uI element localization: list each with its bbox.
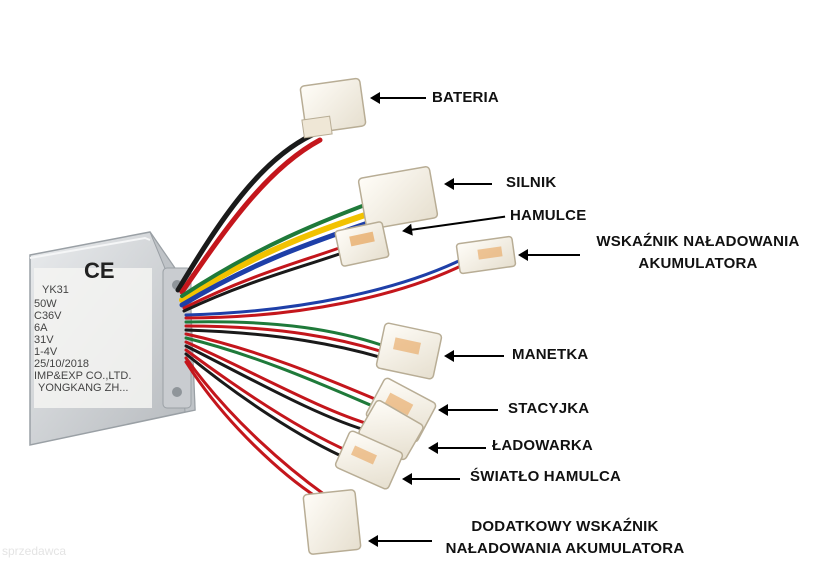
connector-motor xyxy=(357,166,439,230)
arrow-swiatlo xyxy=(402,473,460,485)
arrow-stacyjka xyxy=(438,404,498,416)
voltage2-label: 1-4V xyxy=(34,346,58,358)
arrow-wskaznik xyxy=(518,249,580,261)
ce-mark: CE xyxy=(84,258,115,283)
label-hamulce: HAMULCE xyxy=(510,207,587,224)
arrow-dodatkowy xyxy=(368,535,432,547)
connector-throttle xyxy=(375,322,443,380)
label-manetka: MANETKA xyxy=(512,346,589,363)
case-sticker xyxy=(34,268,152,408)
date-label: 25/10/2018 xyxy=(34,358,90,370)
connector-brake-light xyxy=(334,430,404,490)
voltage-label: C36V xyxy=(34,310,62,322)
label-stacyjka: STACYJKA xyxy=(508,400,590,417)
label-wskaznik: WSKAŹNIK NAŁADOWANIA AKUMULATORA xyxy=(588,231,808,275)
current-label: 6A xyxy=(34,322,48,334)
watermark: sprzedawca xyxy=(2,544,67,558)
power-label: 50W xyxy=(34,298,57,310)
label-ladowarka: ŁADOWARKA xyxy=(492,437,593,454)
connector-brakes xyxy=(334,221,390,267)
label-wskaznik-line1: WSKAŹNIK NAŁADOWANIA xyxy=(596,233,800,250)
arrow-manetka xyxy=(444,350,504,362)
voltage1-label: 31V xyxy=(34,334,54,346)
label-dodatkowy-line2: NAŁADOWANIA AKUMULATORA xyxy=(445,540,685,557)
company-label: IMP&EXP CO.,LTD. xyxy=(34,370,132,382)
arrow-ladowarka xyxy=(428,442,486,454)
label-dodatkowy: DODATKOWY WSKAŹNIK NAŁADOWANIA AKUMULATO… xyxy=(432,516,698,560)
arrow-bateria xyxy=(370,92,426,104)
label-silnik: SILNIK xyxy=(506,174,557,191)
model-label: YK31 xyxy=(42,284,69,296)
label-wskaznik-line2: AKUMULATORA xyxy=(638,255,758,272)
controller-case xyxy=(29,231,196,446)
connector-battery xyxy=(299,77,367,139)
connector-extra-indicator xyxy=(302,489,362,555)
label-swiatlo-hamulca: ŚWIATŁO HAMULCA xyxy=(470,468,622,485)
city-label: YONGKANG ZH... xyxy=(38,382,129,394)
label-bateria: BATERIA xyxy=(432,89,499,106)
label-dodatkowy-line1: DODATKOWY WSKAŹNIK xyxy=(471,518,659,535)
connectors xyxy=(299,77,517,555)
connector-battery-indicator xyxy=(455,235,517,275)
arrow-silnik xyxy=(444,178,492,190)
